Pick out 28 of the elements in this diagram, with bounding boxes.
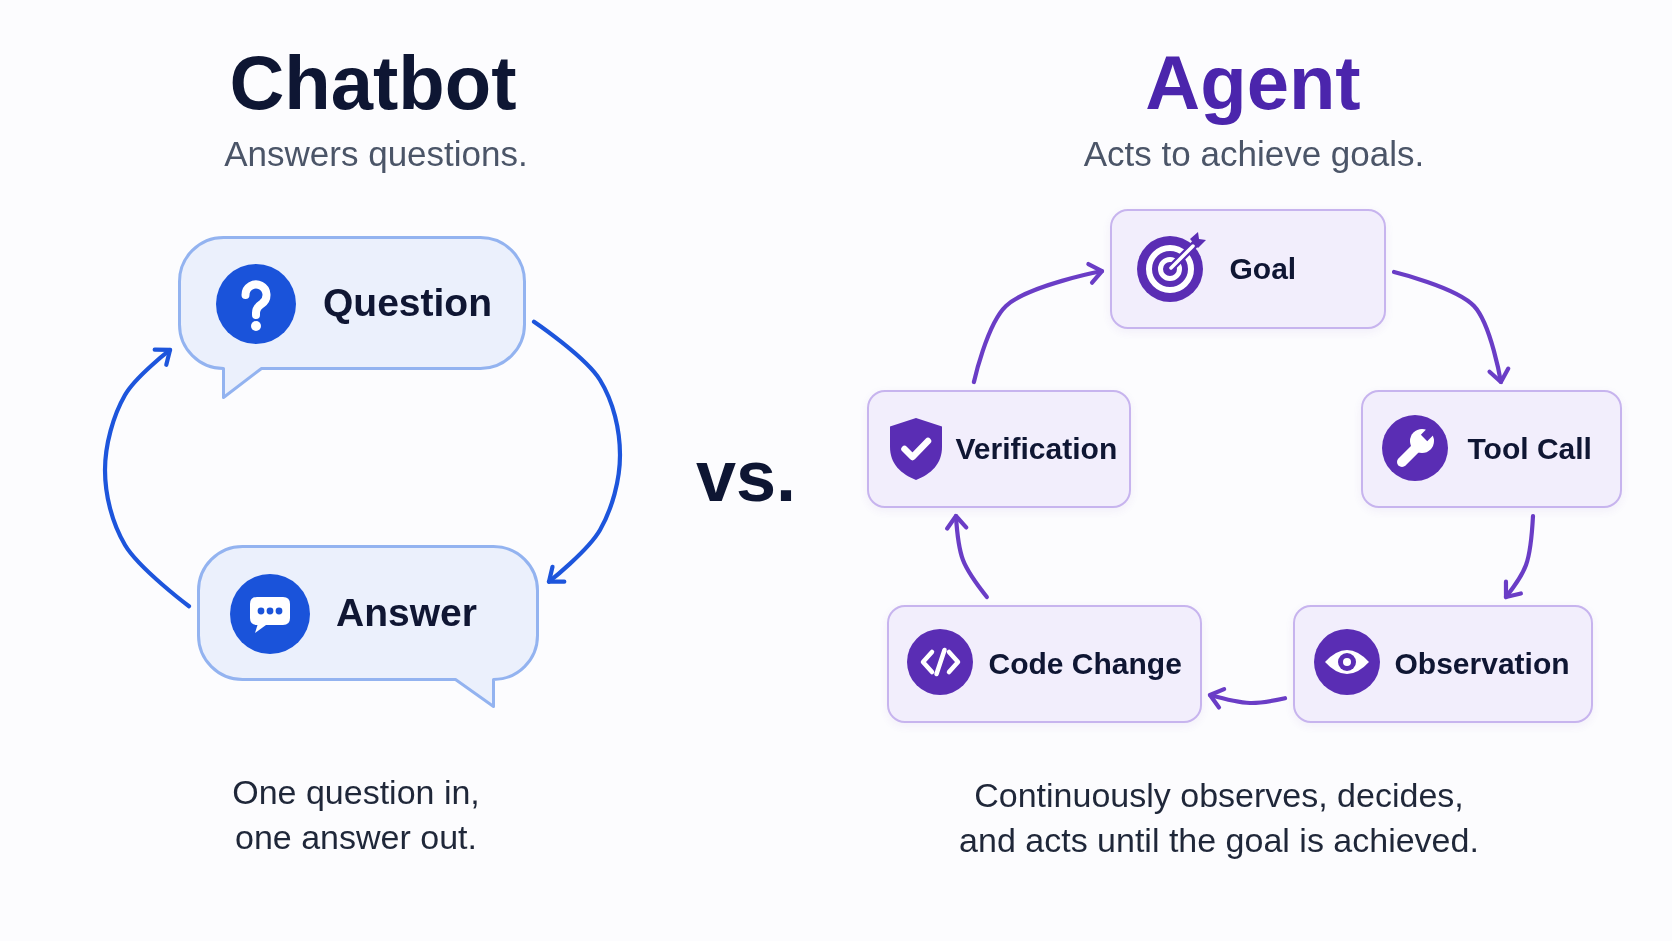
arrow [1207,686,1288,710]
node-label: Tool Call [1467,431,1592,466]
arrow [531,319,623,584]
caption: One question in, one answer out. [231,772,481,858]
step-box [867,390,1131,508]
step-box [1293,605,1593,723]
node-label: Question [323,280,492,326]
subtitle: Acts to achieve goals. [1083,133,1425,175]
subtitle: Answers questions. [224,133,528,175]
node-label: Verification [955,431,1118,466]
arrow [102,347,192,609]
arrow [1391,269,1511,385]
heading: Chatbot [229,39,517,127]
node-label: Observation [1394,646,1570,681]
node-label: Code Change [988,646,1182,681]
step-box [1110,209,1386,329]
speech-bubble [178,236,526,399]
arrow [1503,513,1536,600]
arrow [945,513,989,600]
speech-bubble [197,545,539,708]
node-label: Answer [336,590,477,636]
step-box [1361,390,1622,508]
arrow [971,262,1105,385]
heading: Agent [1145,39,1361,127]
versus-label: vs. [695,434,797,518]
caption: Continuously observes, decides, and acts until the goal is achieved. [958,775,1480,861]
node-label: Goal [1229,251,1297,286]
step-box [887,605,1202,723]
